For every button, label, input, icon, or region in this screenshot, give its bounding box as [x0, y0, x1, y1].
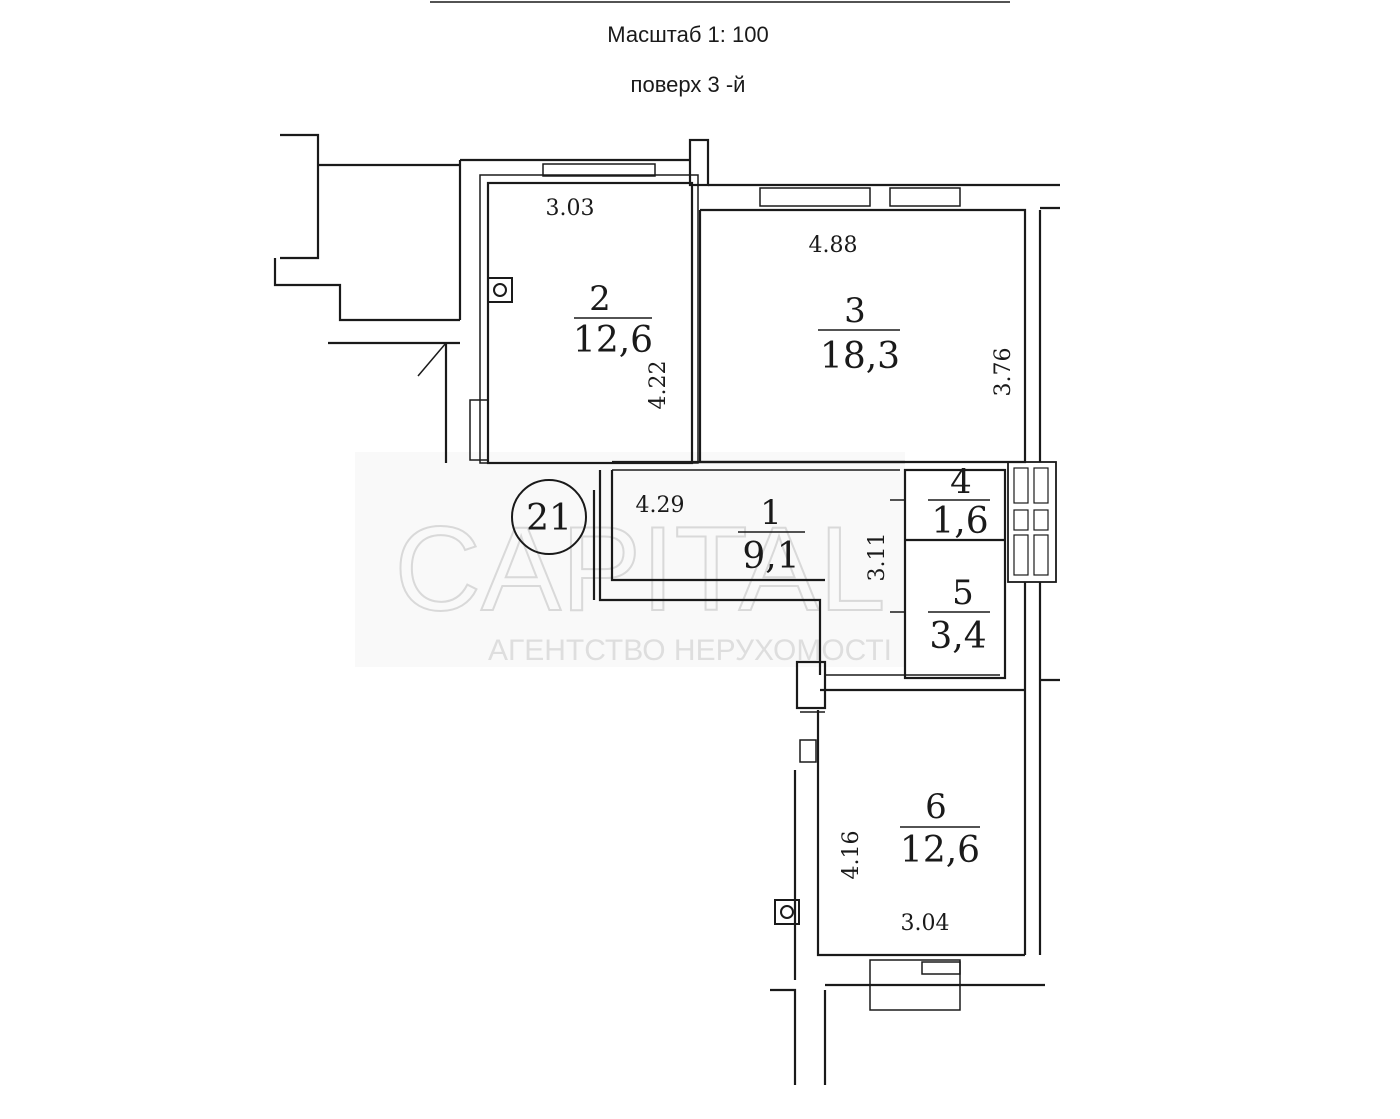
watermark: CAPITAL АГЕНТСТВО НЕРУХОМОСТІ [355, 452, 905, 667]
watermark-brand: CAPITAL [394, 502, 885, 636]
apartment-number: 21 [526, 498, 572, 539]
dim-room2-depth: 4.22 [646, 361, 671, 410]
room-6-number: 6 [925, 787, 947, 827]
dim-room1-width: 4.29 [636, 493, 685, 518]
dim-room1-depth: 3.11 [865, 533, 890, 582]
plan-scale: Масштаб 1: 100 [607, 22, 769, 47]
room-1-number: 1 [760, 493, 782, 533]
room-1-area: 9,1 [742, 536, 799, 577]
floor-label: поверх 3 -й [630, 72, 746, 97]
room-2-area: 12,6 [573, 320, 653, 361]
dim-room6-depth: 4.16 [839, 831, 864, 880]
room-3-number: 3 [844, 291, 866, 331]
dim-room2-width: 3.03 [546, 196, 595, 221]
room-5-area: 3,4 [929, 616, 986, 657]
watermark-tagline: АГЕНТСТВО НЕРУХОМОСТІ [488, 634, 892, 667]
dim-room3-depth: 3.76 [991, 348, 1016, 397]
room-6-area: 12,6 [900, 830, 980, 871]
room-2-number: 2 [589, 279, 611, 319]
room-5-number: 5 [952, 573, 974, 613]
dim-room6-width: 3.04 [901, 911, 950, 936]
room-3-area: 18,3 [820, 336, 900, 377]
dim-room3-width: 4.88 [809, 233, 858, 258]
room-4-area: 1,6 [931, 501, 988, 542]
walls [273, 1, 1060, 1085]
room-4-number: 4 [950, 462, 972, 502]
